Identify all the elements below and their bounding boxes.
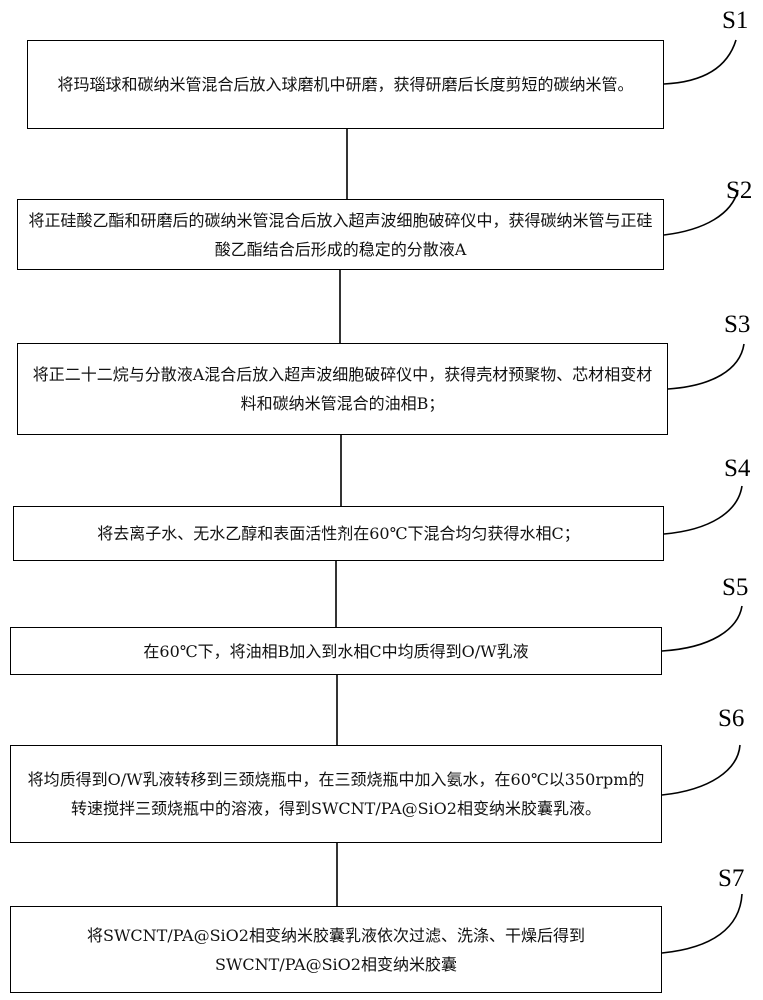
step-box-s1: 将玛瑙球和碳纳米管混合后放入球磨机中研磨，获得研磨后长度剪短的碳纳米管。 — [27, 40, 664, 129]
step-text-s2: 将正硅酸乙酯和研磨后的碳纳米管混合后放入超声波细胞破碎仪中，获得碳纳米管与正硅酸… — [28, 210, 653, 259]
leader-line-s2 — [663, 189, 739, 236]
step-box-s3: 将正二十二烷与分散液A混合后放入超声波细胞破碎仪中，获得壳材预聚物、芯材相变材料… — [17, 343, 668, 435]
leader-line-s7 — [661, 893, 743, 954]
leader-line-s1 — [663, 39, 737, 85]
step-label-s4: S4 — [724, 455, 751, 482]
leader-line-s5 — [661, 605, 743, 652]
leader-line-s3 — [667, 343, 745, 390]
step-label-s5: S5 — [722, 574, 749, 601]
step-label-s6: S6 — [718, 705, 745, 732]
step-label-s1: S1 — [722, 7, 749, 34]
step-label-s3: S3 — [724, 311, 751, 338]
step-label-s7: S7 — [718, 865, 745, 892]
step-box-s6: 将均质得到O/W乳液转移到三颈烧瓶中，在三颈烧瓶中加入氨水，在60℃以350rp… — [10, 745, 662, 843]
step-box-s7: 将SWCNT/PA@SiO2相变纳米胶囊乳液依次过滤、洗涤、干燥后得到SWCNT… — [10, 906, 662, 993]
step-label-s2: S2 — [726, 177, 753, 204]
step-text-s4: 将去离子水、无水乙醇和表面活性剂在60℃下混合均匀获得水相C； — [97, 524, 580, 543]
step-text-s1: 将玛瑙球和碳纳米管混合后放入球磨机中研磨，获得研磨后长度剪短的碳纳米管。 — [57, 75, 634, 94]
step-box-s4: 将去离子水、无水乙醇和表面活性剂在60℃下混合均匀获得水相C； — [13, 506, 664, 561]
step-text-s5: 在60℃下，将油相B加入到水相C中均质得到O/W乳液 — [143, 641, 529, 661]
step-text-s7: 将SWCNT/PA@SiO2相变纳米胶囊乳液依次过滤、洗涤、干燥后得到SWCNT… — [87, 925, 585, 974]
step-text-s3: 将正二十二烷与分散液A混合后放入超声波细胞破碎仪中，获得壳材预聚物、芯材相变材料… — [32, 365, 653, 413]
step-box-s2: 将正硅酸乙酯和研磨后的碳纳米管混合后放入超声波细胞破碎仪中，获得碳纳米管与正硅酸… — [17, 199, 664, 270]
leader-line-s6 — [661, 744, 741, 796]
step-box-s5: 在60℃下，将油相B加入到水相C中均质得到O/W乳液 — [10, 627, 662, 675]
step-text-s6: 将均质得到O/W乳液转移到三颈烧瓶中，在三颈烧瓶中加入氨水，在60℃以350rp… — [27, 770, 645, 818]
leader-line-s4 — [663, 485, 743, 535]
